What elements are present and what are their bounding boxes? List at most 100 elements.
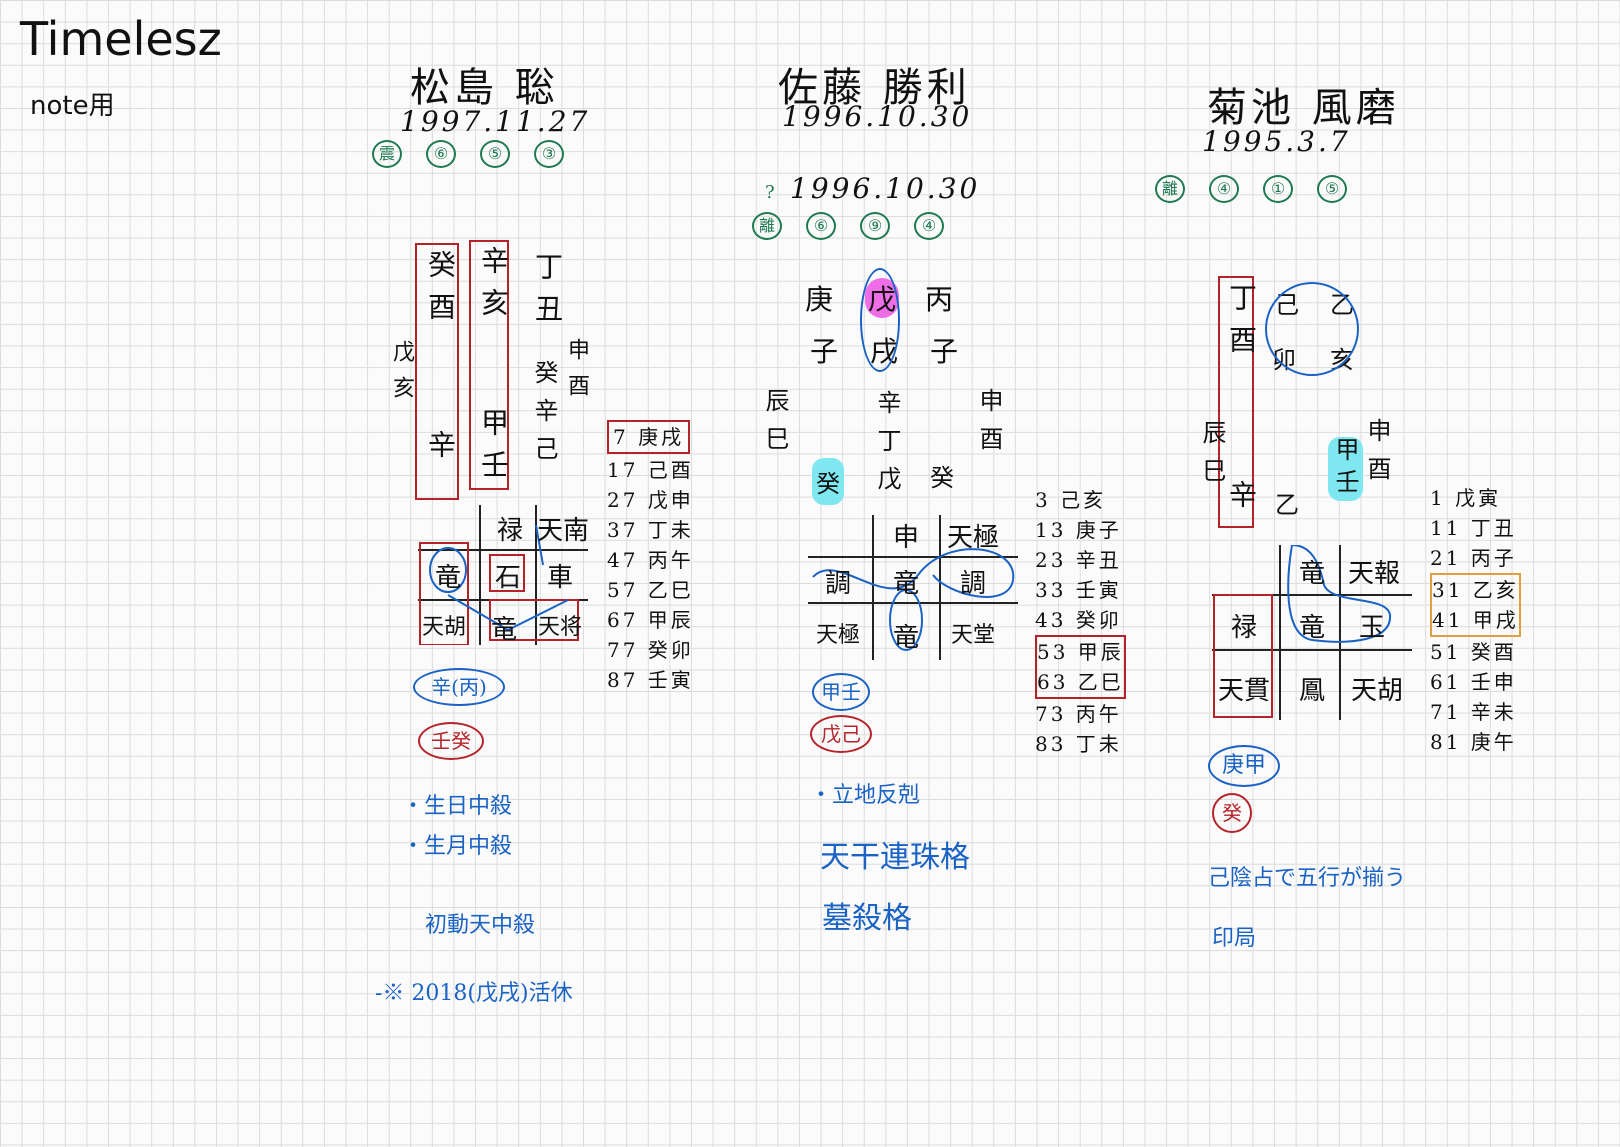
luck-item: 21 丙子 (1430, 546, 1517, 570)
star-grid: 禄 天南 竜 石 車 天胡 竜 天将 (418, 505, 589, 645)
number-circle: 震 (372, 140, 402, 168)
note: -※ 2018(戊戌)活休 (375, 981, 573, 1006)
number-circle: ④ (1209, 175, 1239, 203)
luck-item: 13 庚子 (1035, 518, 1122, 542)
note: 天干連珠格 (820, 840, 970, 875)
note: 印局 (1212, 926, 1257, 951)
person-2-birth-2: 1996.10.30 (790, 172, 981, 205)
grid-cell: 玉 (1358, 613, 1385, 643)
person-3-name: 菊池 風磨 (1207, 85, 1400, 131)
grid-cell: 調 (824, 569, 851, 599)
pillar-1: 癸酉 (424, 250, 457, 334)
grid-cell: 竜 (1298, 559, 1325, 589)
pillar-box (415, 243, 459, 500)
grid-cell: 禄 (1230, 613, 1257, 643)
number-circle: ④ (914, 212, 944, 240)
branch: 子 (930, 335, 959, 368)
pillar-3: 丁丑 (531, 252, 564, 336)
note: 墓殺格 (822, 901, 912, 936)
luck-item: 81 庚午 (1430, 730, 1517, 754)
luck-item: 47 丙午 (607, 548, 694, 572)
pillar-box (1218, 276, 1254, 528)
note: ・生日中殺 (402, 794, 513, 819)
grid-cell: 車 (546, 563, 573, 593)
side-right: 申酉 (1363, 418, 1391, 494)
circled-red: 癸 (1212, 793, 1252, 833)
grid-cell: 禄 (496, 516, 523, 546)
highlight-oval (860, 268, 900, 372)
luck-item: 51 癸酉 (1430, 640, 1517, 664)
luck-list: 3 己亥 13 庚子 23 辛丑 33 壬寅 43 癸卯 53 甲辰 63 乙巳… (1035, 485, 1126, 759)
luck-item: 31 乙亥 (1430, 573, 1521, 605)
number-circle: ⑤ (480, 140, 510, 168)
luck-item: 33 壬寅 (1035, 578, 1122, 602)
grid-lines (808, 515, 1018, 660)
grid-lines (1212, 545, 1412, 720)
number-circle: ⑤ (1317, 175, 1347, 203)
pillar-2: 辛亥 (477, 246, 510, 330)
page-subtitle: note用 (30, 91, 115, 121)
grid-cell: 竜 (1298, 613, 1325, 643)
side-left: 辰巳 (1198, 420, 1226, 496)
circled-red: 壬癸 (418, 722, 484, 760)
luck-item: 3 己亥 (1035, 488, 1107, 512)
grid-cell: 天胡 (1350, 676, 1403, 706)
lower-stem: 乙 (1275, 491, 1299, 519)
lower-mid: 辛丁戊 (873, 390, 901, 504)
luck-item: 17 己酉 (607, 458, 694, 482)
grid-cell: 竜 (434, 563, 461, 593)
luck-item: 23 辛丑 (1035, 548, 1122, 572)
lower-left: 癸 (812, 458, 844, 505)
luck-item: 53 甲辰 (1035, 635, 1126, 667)
question-mark: ? (765, 182, 775, 203)
circled-blue: 庚甲 (1208, 745, 1280, 787)
pillar-1-bottom: 辛 (424, 430, 457, 472)
pillar-3-lower: 癸辛己 (530, 360, 558, 474)
note: ・立地反剋 (810, 783, 921, 808)
person-3-birth: 1995.3.7 (1202, 125, 1351, 158)
number-circle: ⑨ (860, 212, 890, 240)
luck-list: 1 戊寅 11 丁丑 21 丙子 31 乙亥 41 甲戌 51 癸酉 61 壬申… (1430, 483, 1521, 757)
number-circle: 離 (1155, 175, 1185, 203)
pillar-box (469, 240, 509, 490)
grid-cell: 竜 (892, 623, 919, 653)
grid-lines (418, 505, 588, 645)
luck-item: 37 丁未 (607, 518, 694, 542)
note: 己陰占で五行が揃う (1208, 866, 1407, 891)
luck-item: 83 丁未 (1035, 732, 1122, 756)
luck-item: 27 戊申 (607, 488, 694, 512)
number-circle: ① (1263, 175, 1293, 203)
highlight-oval (1265, 282, 1359, 376)
page-title: Timelesz (20, 12, 222, 66)
number-circle: 離 (752, 212, 782, 240)
pillar-2-bottom: 甲壬 (477, 408, 510, 492)
grid-cell: 天報 (1347, 559, 1400, 589)
luck-item: 87 壬寅 (607, 668, 694, 692)
luck-item: 43 癸卯 (1035, 608, 1122, 632)
grid-cell: 天極 (815, 623, 860, 648)
number-circle: ⑥ (426, 140, 456, 168)
luck-item: 11 丁丑 (1430, 516, 1517, 540)
person-2-birth: 1996.10.30 (782, 100, 973, 133)
grid-cell: 鳳 (1298, 676, 1325, 706)
luck-item: 73 丙午 (1035, 702, 1122, 726)
star-grid: 竜 天報 禄 竜 玉 天貫 鳳 天胡 (1212, 545, 1412, 720)
luck-item: 61 壬申 (1430, 670, 1517, 694)
pillar-1: 丁酉 (1225, 283, 1258, 367)
side-right: 申酉 (564, 338, 589, 410)
grid-cell: 天極 (946, 523, 999, 553)
circled-red: 戊己 (810, 715, 872, 753)
luck-item: 77 癸卯 (607, 638, 694, 662)
person-1-name: 松島 聡 (410, 65, 559, 111)
person-2-name: 佐藤 勝利 (778, 65, 971, 111)
grid-cell: 天貫 (1217, 676, 1270, 706)
pillar-1-bottom: 辛 (1225, 480, 1258, 522)
luck-item: 67 甲辰 (607, 608, 694, 632)
grid-cell: 調 (959, 569, 986, 599)
person-1-birth: 1997.11.27 (400, 105, 591, 138)
circled-blue: 辛(丙) (413, 668, 505, 706)
luck-item: 71 辛未 (1430, 700, 1517, 724)
luck-head: 7 庚戌 (607, 420, 691, 454)
